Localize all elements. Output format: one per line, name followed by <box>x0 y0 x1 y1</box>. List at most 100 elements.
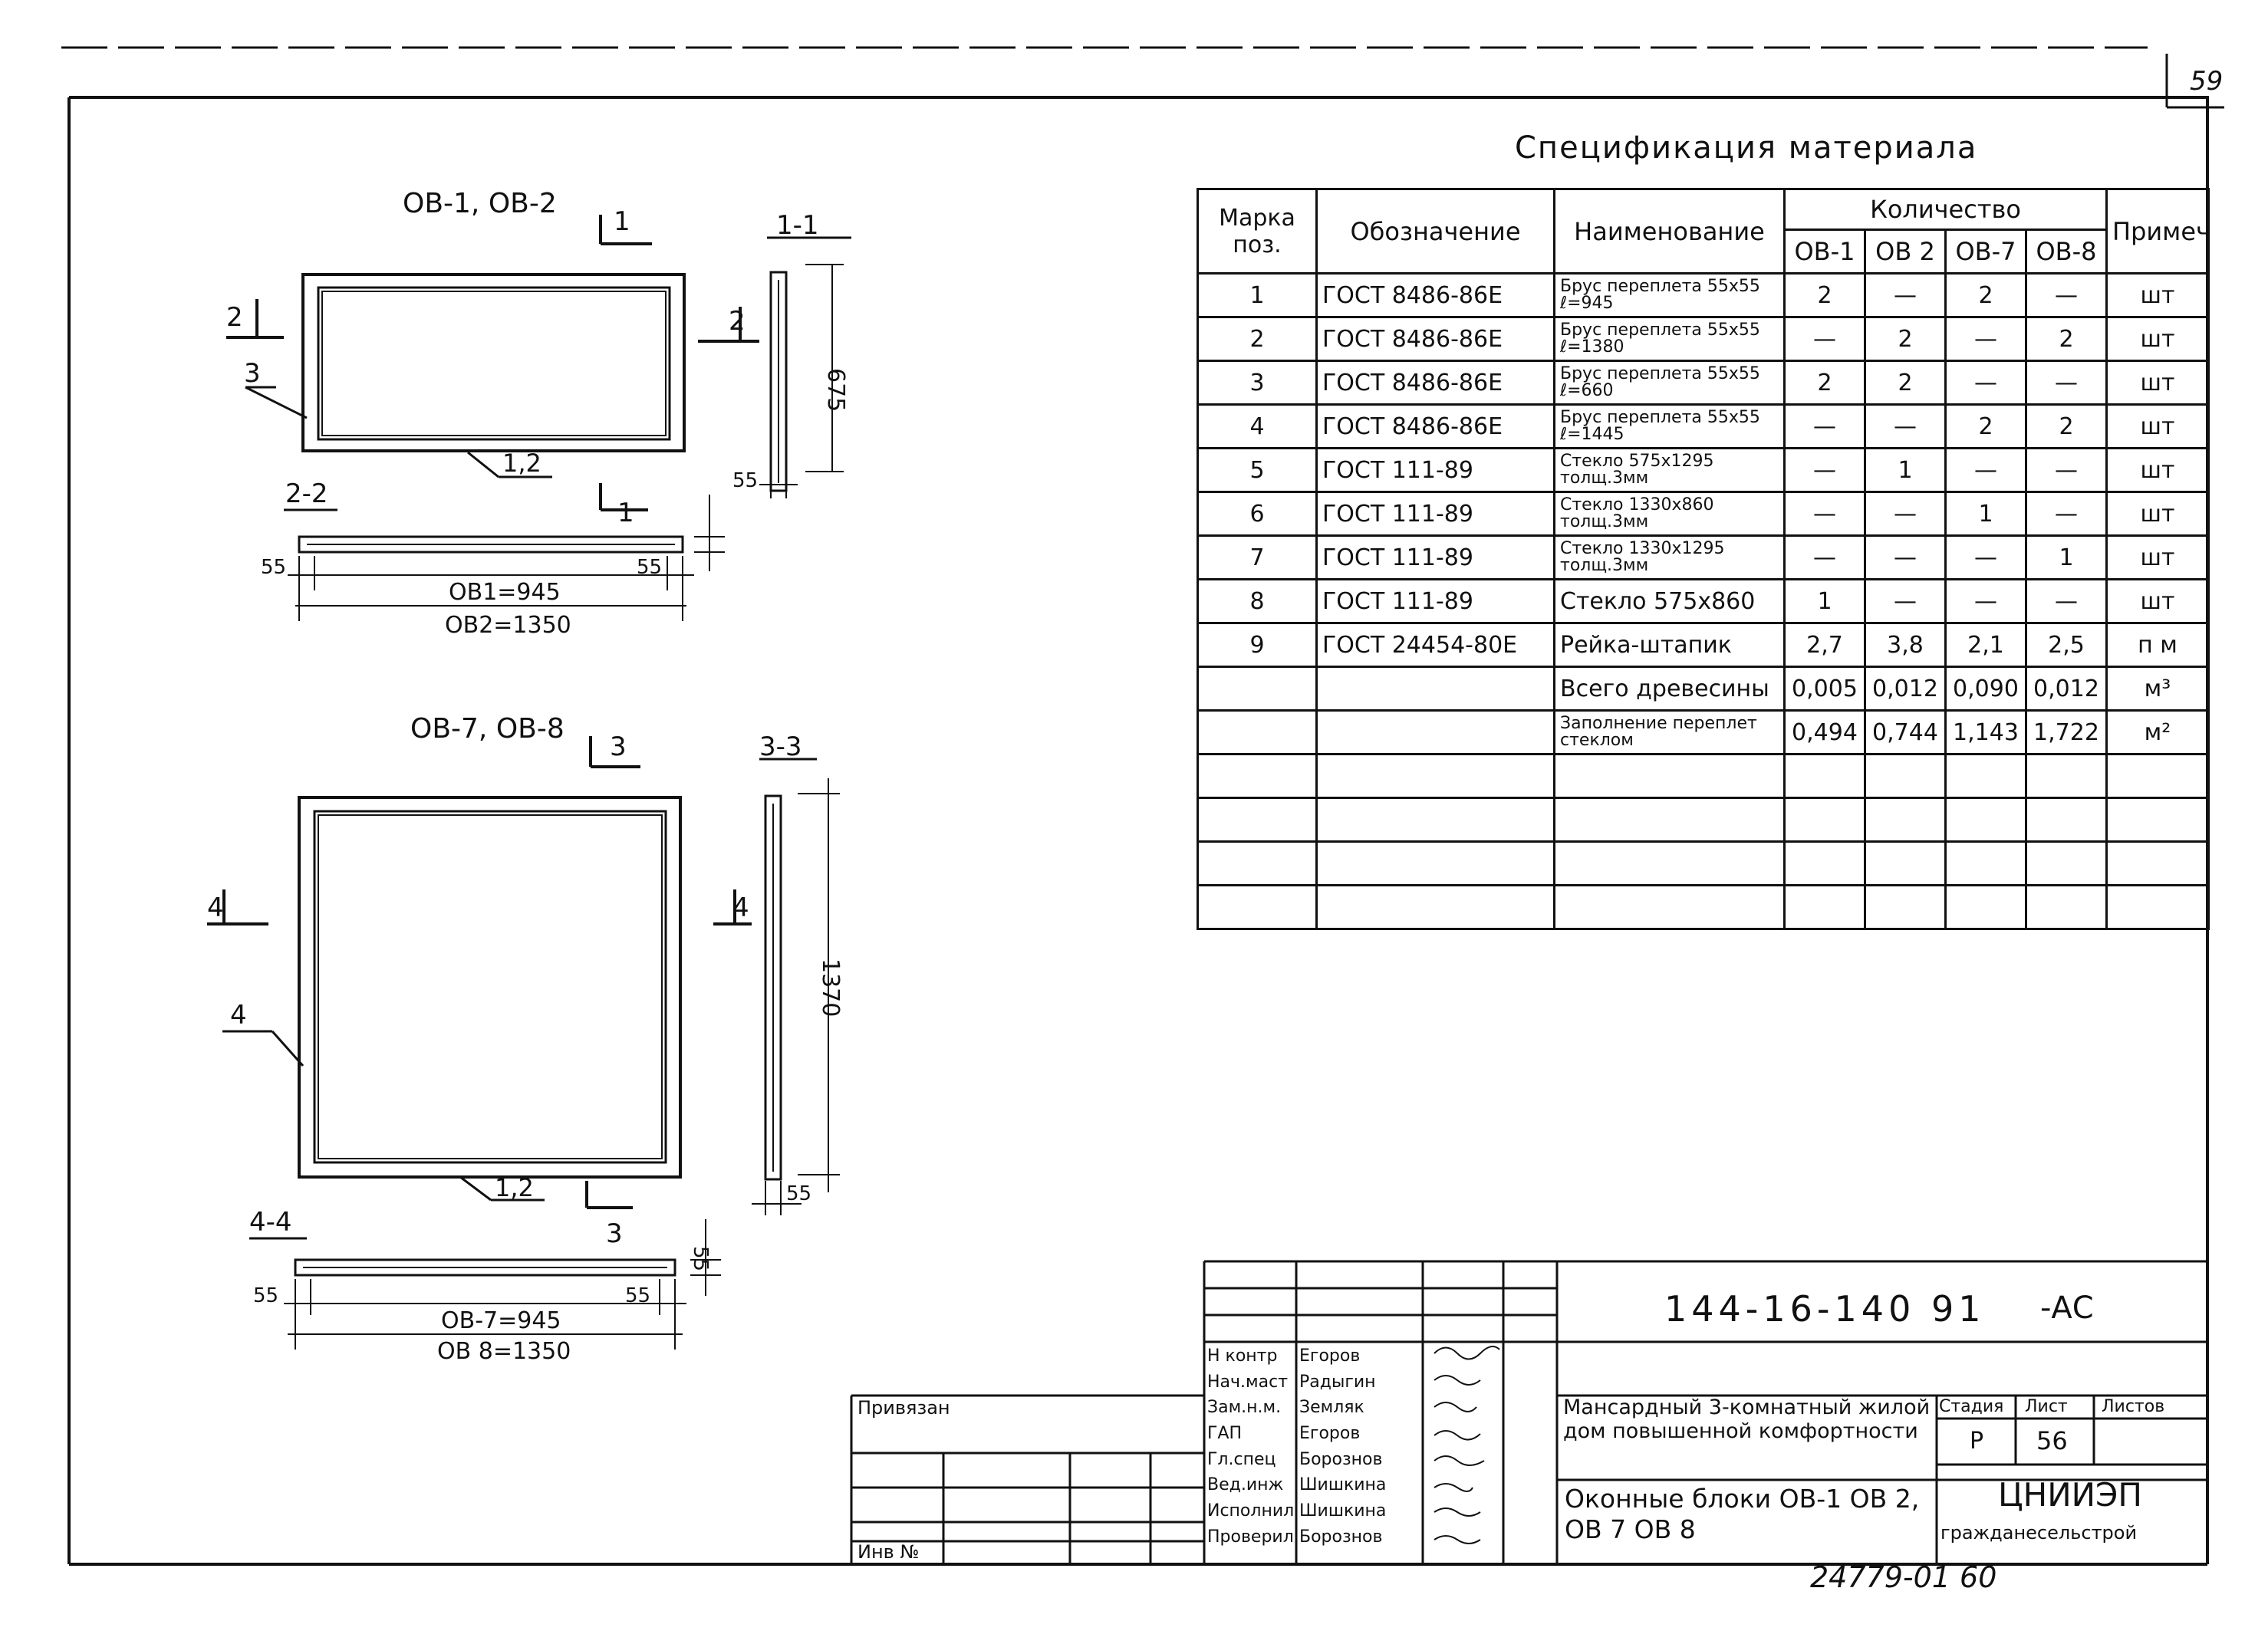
section2-mark-left: 2 <box>226 302 243 333</box>
section1-label: 1-1 <box>776 210 819 241</box>
org-subname: гражданесельстрой <box>1940 1522 2138 1544</box>
spec-cell-empty <box>1553 840 1786 886</box>
spec-cell-note: шт <box>2105 272 2210 318</box>
spec-cell-name: Заполнение переплет стеклом <box>1553 709 1786 755</box>
spec-cell-q3: 2 <box>1944 272 2027 318</box>
dim-55-label-c: 55 <box>253 1284 278 1307</box>
spec-cell-empty <box>1553 884 1786 930</box>
spec-cell-designation: ГОСТ 8486-86Е <box>1315 316 1555 362</box>
dim-55-label-a: 55 <box>786 1182 811 1205</box>
spec-cell-empty <box>1783 884 1866 930</box>
spec-cell-empty <box>1553 753 1786 799</box>
spec-cell-empty <box>2105 753 2210 799</box>
spec-cell-empty <box>1783 797 1866 843</box>
dim-height-label: 675 <box>822 368 849 412</box>
signature-name: Борознов <box>1299 1527 1383 1547</box>
sheet-label: Лист <box>2025 1397 2068 1416</box>
signature-role: Н контр <box>1207 1346 1278 1366</box>
section3-profile <box>764 794 782 1181</box>
spec-cell-name: Стекло 1330х860 толщ.3мм <box>1553 491 1786 537</box>
spec-cell-q3: — <box>1944 360 2027 406</box>
spec-cell-designation: ГОСТ 111-89 <box>1315 491 1555 537</box>
sheets-label: Листов <box>2102 1397 2165 1416</box>
spec-cell-q4: — <box>2025 360 2108 406</box>
spec-cell-q4: 2 <box>2025 316 2108 362</box>
spec-cell-empty <box>2105 884 2210 930</box>
spec-cell-q2: — <box>1864 272 1947 318</box>
spec-row-empty <box>1197 884 2210 930</box>
spec-cell-mark: 2 <box>1197 316 1318 362</box>
spec-cell-empty <box>2025 797 2108 843</box>
section2-label: 2-2 <box>285 478 328 509</box>
spec-cell-q3: — <box>1944 316 2027 362</box>
spec-cell-note: шт <box>2105 491 2210 537</box>
spec-cell-empty <box>1315 797 1555 843</box>
spec-cell-q2: 0,012 <box>1864 666 1947 712</box>
archive-number: 24779-01 60 <box>1810 1560 1997 1594</box>
signature-name: Шишкина <box>1299 1475 1387 1495</box>
pos-3-label: 3 <box>244 358 261 389</box>
spec-cell-mark <box>1197 709 1318 755</box>
signature-role: ГАП <box>1207 1424 1243 1444</box>
col-mark-header: Марка поз. <box>1197 188 1318 275</box>
window1-outer-frame <box>301 273 686 452</box>
signature-name: Земляк <box>1299 1398 1364 1418</box>
col-q4-header: ОВ-8 <box>2025 228 2108 275</box>
spec-cell-empty <box>2105 840 2210 886</box>
spec-cell-empty <box>1783 753 1866 799</box>
section3-label: 3-3 <box>759 732 802 762</box>
spec-cell-mark: 7 <box>1197 534 1318 580</box>
spec-cell-empty <box>1197 840 1318 886</box>
stage-value: Р <box>1970 1428 1984 1455</box>
spec-cell-designation <box>1315 666 1555 712</box>
spec-cell-q1: 0,494 <box>1783 709 1866 755</box>
dim-width2-label: ОВ2=1350 <box>445 612 571 639</box>
spec-cell-empty <box>2025 840 2108 886</box>
spec-cell-designation: ГОСТ 24454-80Е <box>1315 622 1555 668</box>
spec-cell-designation: ГОСТ 111-89 <box>1315 578 1555 624</box>
spec-cell-empty <box>2025 884 2108 930</box>
spec-cell-q3: 0,090 <box>1944 666 2027 712</box>
spec-cell-empty <box>1197 884 1318 930</box>
drawing1-title: ОВ-1, ОВ-2 <box>403 188 557 219</box>
doc-suffix: -АС <box>2040 1290 2094 1326</box>
signature-name: Борознов <box>1299 1449 1383 1469</box>
spec-cell-q2: 3,8 <box>1864 622 1947 668</box>
pos-4-label: 4 <box>230 1000 247 1031</box>
signature-name: Егоров <box>1299 1346 1361 1366</box>
spec-cell-note: шт <box>2105 316 2210 362</box>
spec-cell-note: м³ <box>2105 666 2210 712</box>
spec-cell-q4: 2 <box>2025 403 2108 449</box>
spec-cell-note: шт <box>2105 403 2210 449</box>
spec-cell-empty <box>1553 797 1786 843</box>
spec-cell-q3: 2,1 <box>1944 622 2027 668</box>
spec-cell-q2: 1 <box>1864 447 1947 493</box>
spec-cell-mark: 1 <box>1197 272 1318 318</box>
spec-cell-q1: 0,005 <box>1783 666 1866 712</box>
spec-cell-q3: 2 <box>1944 403 2027 449</box>
signature-name: Егоров <box>1299 1424 1361 1444</box>
spec-cell-q2: 2 <box>1864 316 1947 362</box>
spec-cell-empty <box>1944 884 2027 930</box>
spec-cell-name: Брус переплета 55х55 ℓ=1380 <box>1553 316 1786 362</box>
spec-cell-q2: — <box>1864 578 1947 624</box>
dim-55-label-a: 55 <box>732 469 758 492</box>
signature-row: Зам.н.м.Земляк <box>1206 1395 1424 1421</box>
spec-cell-q1: — <box>1783 447 1866 493</box>
spec-cell-empty <box>1944 753 2027 799</box>
spec-cell-empty <box>1944 840 2027 886</box>
spec-cell-q4: 0,012 <box>2025 666 2108 712</box>
dim-width1-label: ОВ1=945 <box>449 579 561 606</box>
spec-cell-q1: — <box>1783 491 1866 537</box>
window2-inner-frame <box>313 810 667 1164</box>
spec-cell-mark: 9 <box>1197 622 1318 668</box>
sheet-title: Оконные блоки ОВ-1 ОВ 2, ОВ 7 ОВ 8 <box>1565 1484 1920 1544</box>
